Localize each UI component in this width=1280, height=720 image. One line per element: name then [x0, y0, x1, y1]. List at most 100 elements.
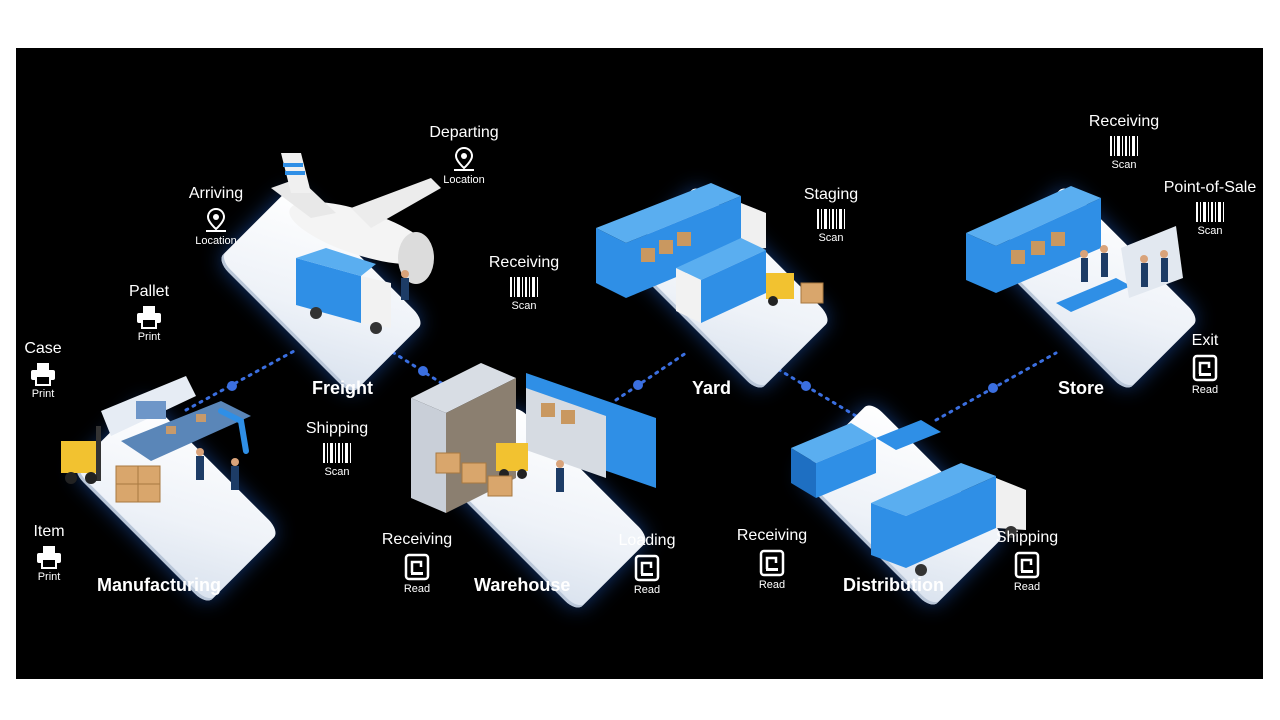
- marker-action: Read: [758, 579, 786, 591]
- location-pin-icon: [206, 207, 226, 232]
- marker-action: Read: [1013, 581, 1041, 593]
- marker-action: Read: [1191, 384, 1219, 396]
- rfid-reader-icon: [634, 554, 660, 582]
- marker-action: Print: [137, 331, 161, 343]
- marker-action: Scan: [818, 232, 844, 244]
- box-truck: [871, 463, 1026, 576]
- forklift: [766, 273, 794, 306]
- stage-title-freight: Freight: [312, 378, 373, 398]
- printer-icon: [31, 363, 55, 386]
- marker-loading: Loading Read: [612, 532, 682, 596]
- marker-action: Read: [403, 583, 431, 595]
- link-freight-warehouse: [384, 346, 448, 388]
- marker-departing: Departing Location: [422, 124, 506, 186]
- marker-label: Case: [24, 340, 62, 357]
- printer-icon: [37, 546, 61, 569]
- shoppers: [1080, 245, 1168, 287]
- manufacturing-scene: [61, 376, 251, 503]
- stage-title-yard: Yard: [692, 378, 732, 398]
- marker-store-receiving: Receiving Scan: [1084, 113, 1164, 171]
- pallets: [435, 452, 513, 497]
- docked-trailer: [526, 373, 656, 488]
- marker-label: Receiving: [1088, 113, 1160, 130]
- boxes: [115, 465, 161, 503]
- marker-label: Shipping: [305, 420, 369, 437]
- marker-action: Scan: [324, 466, 350, 478]
- marker-freight-receiving: Receiving Scan: [484, 254, 564, 312]
- forklift: [61, 426, 101, 484]
- marker-staging: Staging Scan: [798, 186, 864, 244]
- marker-arriving: Arriving Location: [182, 185, 250, 247]
- forklift: [496, 443, 528, 479]
- marker-label: Receiving: [381, 531, 453, 548]
- marker-manufacturing-shipping: Shipping Scan: [299, 420, 375, 478]
- marker-label: Loading: [618, 532, 676, 549]
- pallet: [800, 282, 824, 304]
- robot-arm: [218, 408, 249, 454]
- worker: [556, 460, 564, 492]
- marker-action: Read: [633, 584, 661, 596]
- rfid-reader-icon: [1192, 354, 1218, 382]
- warehouse-scene: [411, 363, 656, 513]
- marker-label: Receiving: [736, 527, 808, 544]
- marker-action: Scan: [1197, 225, 1223, 237]
- marker-label: Exit: [1191, 332, 1219, 349]
- marker-distribution-shipping: Shipping Read: [989, 529, 1065, 593]
- marker-action: Print: [31, 388, 55, 400]
- workers: [196, 448, 239, 490]
- marker-label: Point-of-Sale: [1163, 179, 1257, 196]
- link-distribution-store: [934, 351, 1058, 422]
- yard-scene: [596, 183, 824, 323]
- rfid-reader-icon: [404, 553, 430, 581]
- semi-truck-large: [596, 183, 766, 298]
- marker-action: Location: [195, 235, 237, 247]
- barcode-icon: [817, 209, 845, 229]
- truck-small: [676, 238, 766, 323]
- worker: [401, 270, 409, 300]
- marker-label: Pallet: [128, 283, 170, 300]
- link-node: [988, 383, 998, 393]
- location-pin-icon: [454, 146, 474, 171]
- marker-label: Departing: [429, 124, 499, 141]
- conveyor: [121, 401, 251, 461]
- marker-label: Item: [33, 523, 65, 540]
- marker-item: Item Print: [26, 523, 72, 583]
- barcode-icon: [1110, 136, 1138, 156]
- stage-title-manufacturing: Manufacturing: [97, 575, 221, 595]
- marker-distribution-receiving: Receiving Read: [732, 527, 812, 591]
- freight-scene: [271, 153, 441, 334]
- link-node: [633, 380, 643, 390]
- link-warehouse-yard: [614, 351, 688, 402]
- connection-links: [184, 346, 1058, 422]
- marker-pallet: Pallet Print: [122, 283, 176, 343]
- printer-icon: [137, 306, 161, 329]
- store-scene: [966, 186, 1183, 312]
- marker-action: Scan: [511, 300, 537, 312]
- marker-exit: Exit Read: [1183, 332, 1227, 396]
- machine-wall: [101, 376, 196, 436]
- marker-label: Shipping: [995, 529, 1059, 546]
- link-node: [418, 366, 428, 376]
- distribution-scene: [791, 420, 1026, 576]
- delivery-vans: [791, 420, 941, 498]
- link-node: [801, 381, 811, 391]
- marker-case: Case Print: [18, 340, 68, 400]
- supply-chain-diagram: Freight Manuf: [16, 48, 1263, 679]
- stage-title-store: Store: [1058, 378, 1105, 398]
- stage-title-distribution: Distribution: [843, 575, 944, 595]
- barcode-icon: [510, 277, 538, 297]
- marker-label: Receiving: [488, 254, 560, 271]
- marker-action: Scan: [1111, 159, 1137, 171]
- marker-label: Staging: [803, 186, 859, 203]
- delivery-truck: [966, 186, 1101, 293]
- marker-label: Arriving: [188, 185, 244, 202]
- freight-truck: [296, 248, 391, 334]
- marker-warehouse-receiving: Receiving Read: [377, 531, 457, 595]
- link-manufacturing-freight: [184, 348, 298, 412]
- barcode-icon: [323, 443, 351, 463]
- link-node: [227, 381, 237, 391]
- marker-point-of-sale: Point-of-Sale Scan: [1158, 179, 1262, 237]
- rfid-reader-icon: [1014, 551, 1040, 579]
- stage-title-warehouse: Warehouse: [474, 575, 571, 595]
- rfid-reader-icon: [759, 549, 785, 577]
